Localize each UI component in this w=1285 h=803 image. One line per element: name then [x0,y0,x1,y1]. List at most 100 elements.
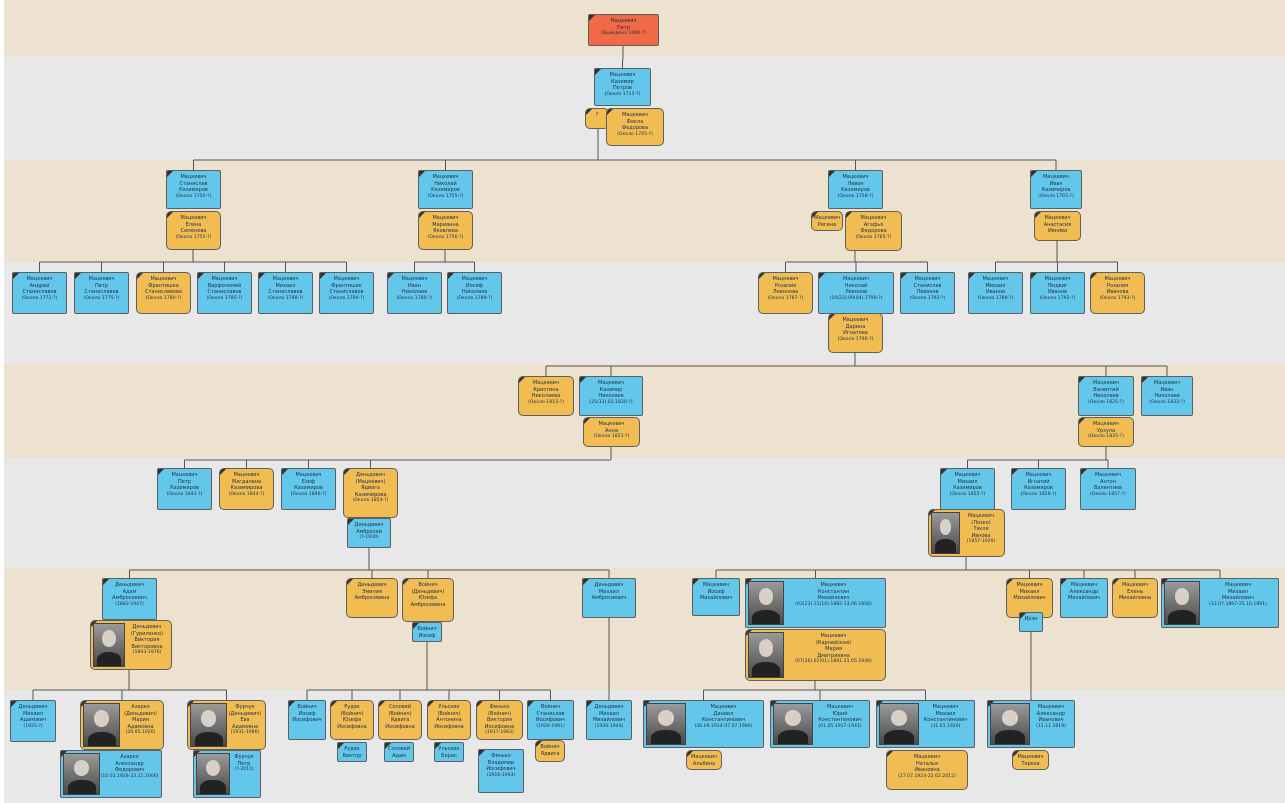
person-name-line: Деньдевич [594,704,624,710]
person-name-line: Михайлович [1221,595,1255,601]
person-name-line: Амбросиевна [410,601,446,608]
person-name-line: Фенько [489,704,510,710]
person-name-line: Михайлович [817,595,850,601]
person-name-line: Мацкевич [26,276,53,282]
person-name-line: Регина [817,221,837,228]
person-card-g2s1[interactable]: ? [585,108,609,129]
person-name-line: Ядвига [361,485,380,491]
person-name-line: Левон [847,180,864,187]
person-name-line: Магдалена [231,478,262,485]
person-name-line: Федорович [114,767,145,773]
person-name-line: Петр [237,760,251,767]
person-name-line: Казимир [599,386,623,393]
person-name-line: Юрий [832,710,848,717]
person-name-line: Мацкевич [967,513,995,519]
person-name-line: Николаев [598,393,624,399]
person-card-g7gs[interactable]: Ирэн [1019,612,1043,632]
person-name-line: Деньдевич [594,582,624,588]
person-name-line: Кристина [533,386,559,393]
person-dates: (30.09.1914-07.07.1996) [694,723,753,729]
